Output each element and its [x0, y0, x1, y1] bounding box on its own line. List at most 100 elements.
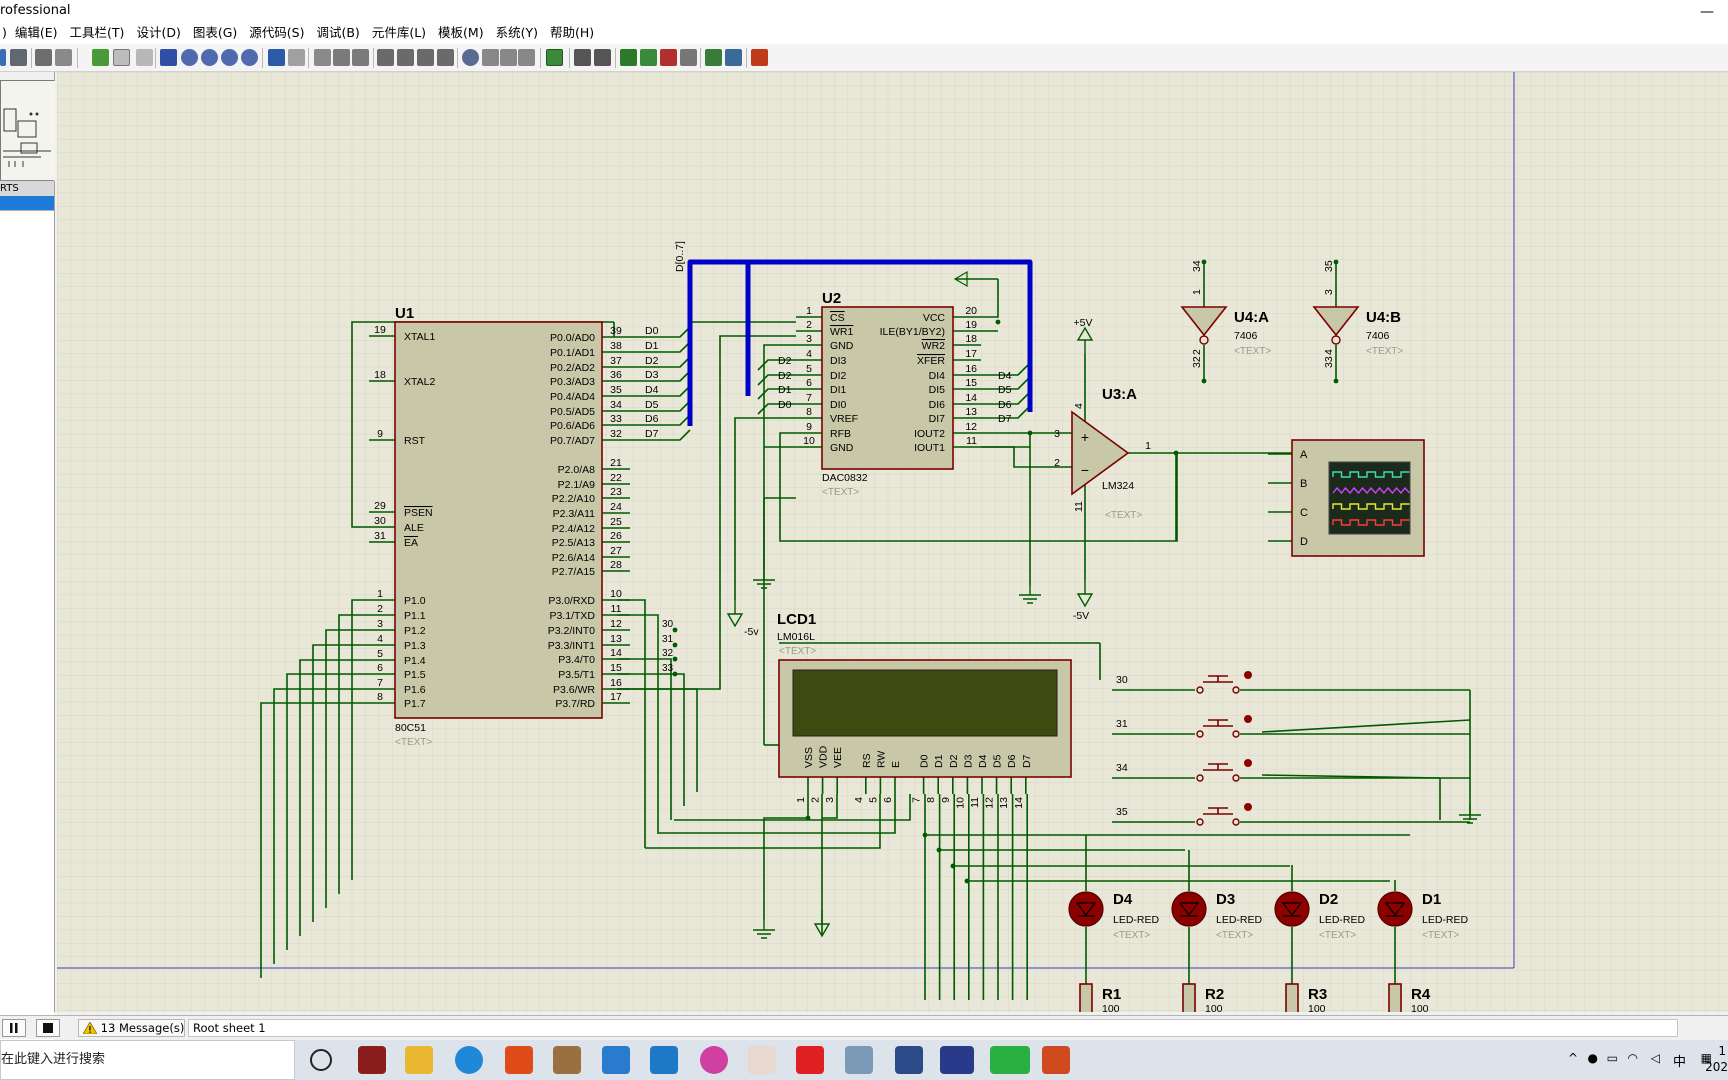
copy-icon[interactable] [333, 49, 350, 66]
paste-icon[interactable] [352, 49, 369, 66]
bill-of-materials-icon[interactable] [705, 49, 722, 66]
u2-pin-number: 2 [806, 319, 812, 331]
cut-icon[interactable] [314, 49, 331, 66]
ares-icon[interactable] [751, 49, 768, 66]
app-icon-notes[interactable] [845, 1046, 873, 1074]
package-tool-icon[interactable] [500, 49, 517, 66]
block-rotate-icon[interactable] [417, 49, 434, 66]
app-icon-red-chip[interactable] [358, 1046, 386, 1074]
menu-item-design[interactable]: 设计(D) [136, 25, 181, 40]
wire-autorouter-icon[interactable] [546, 49, 563, 66]
u4-ref: U4:A [1234, 309, 1269, 326]
taskbar-search-input[interactable]: 在此键入进行搜索 [0, 1040, 295, 1080]
file-explorer-icon[interactable] [405, 1046, 433, 1074]
grid-icon[interactable] [113, 49, 130, 66]
clock-time[interactable]: 1 [1718, 1044, 1726, 1058]
make-device-icon[interactable] [482, 49, 499, 66]
powerpoint-icon[interactable] [1042, 1046, 1070, 1074]
store-icon[interactable] [650, 1046, 678, 1074]
isis-icon[interactable] [940, 1046, 974, 1074]
menu-item-toolbar[interactable]: 工具栏(T) [69, 25, 125, 40]
menu-item-library[interactable]: 元件库(L) [371, 25, 427, 40]
menu-item-edit[interactable]: 编辑(E) [14, 25, 58, 40]
print-setup-icon[interactable] [55, 49, 72, 66]
app-icon-box[interactable] [553, 1046, 581, 1074]
vref-wire [734, 417, 796, 600]
schematic-drawing[interactable]: U180C51<TEXT>19XTAL118XTAL29RST29PSEN30A… [57, 72, 1728, 1012]
pause-button[interactable] [2, 1019, 26, 1037]
menu-item-system[interactable]: 系统(Y) [495, 25, 538, 40]
junction-dot [1173, 450, 1179, 456]
undo-icon[interactable] [268, 49, 285, 66]
office-icon[interactable] [505, 1046, 533, 1074]
menu-item-template[interactable]: 模板(M) [438, 25, 484, 40]
block-copy-icon[interactable] [377, 49, 394, 66]
app-icon-color-wheel[interactable] [700, 1046, 728, 1074]
origin-icon[interactable] [136, 49, 153, 66]
remove-sheet-icon[interactable] [660, 49, 677, 66]
menu-item-help[interactable]: 帮助(H) [549, 25, 595, 40]
parts-header-label: RTS [0, 183, 19, 194]
taskbar-search-placeholder: 在此键入进行搜索 [1, 1052, 106, 1067]
clock-date[interactable]: 202 [1705, 1060, 1728, 1074]
redo-icon[interactable] [288, 49, 305, 66]
pick-device-icon[interactable] [462, 49, 479, 66]
volume-icon[interactable]: ◁ [1650, 1051, 1660, 1065]
notification-icon[interactable]: ▦ [1700, 1051, 1712, 1065]
menu-item-file-tail[interactable]: ) [2, 25, 7, 40]
microphone-icon[interactable]: ● [1587, 1051, 1598, 1065]
search-tag-icon[interactable] [574, 49, 591, 66]
parts-list-header[interactable]: RTS [0, 180, 54, 196]
tray-chevron-icon[interactable]: ^ [1567, 1051, 1578, 1065]
network-icon[interactable]: ◠ [1627, 1051, 1638, 1065]
zoom-area-icon[interactable] [241, 49, 258, 66]
u1-pin-number: 32 [610, 428, 622, 440]
bus-entry-wire [757, 359, 796, 371]
pan-icon[interactable] [160, 49, 177, 66]
u2-net-label: D2 [778, 355, 792, 367]
u2-pin-name: DI7 [929, 413, 946, 425]
wps-icon[interactable] [796, 1046, 824, 1074]
open-icon[interactable] [0, 49, 6, 66]
block-move-icon[interactable] [397, 49, 414, 66]
led-symbol [1281, 902, 1303, 917]
add-sheet-icon[interactable] [640, 49, 657, 66]
u1-pin-number: 38 [610, 340, 622, 352]
lcd-pin-number: 10 [954, 797, 966, 809]
block-delete-icon[interactable] [437, 49, 454, 66]
new-sheet-icon[interactable] [620, 49, 637, 66]
app-icon-schematic[interactable] [895, 1046, 923, 1074]
cortana-icon[interactable] [310, 1049, 332, 1071]
decompose-icon[interactable] [518, 49, 535, 66]
electrical-check-icon[interactable] [725, 49, 742, 66]
zoom-out-icon[interactable] [201, 49, 218, 66]
refresh-icon[interactable] [92, 49, 109, 66]
property-tool-icon[interactable] [594, 49, 611, 66]
zoom-in-icon[interactable] [181, 49, 198, 66]
menu-item-debug[interactable]: 调试(B) [316, 25, 360, 40]
messages-indicator[interactable]: 13 Message(s) [78, 1019, 186, 1037]
vref-label: -5v [744, 626, 759, 638]
print-icon[interactable] [35, 49, 52, 66]
battery-icon[interactable]: ▭ [1606, 1051, 1618, 1065]
ime-indicator[interactable]: 中 [1672, 1055, 1686, 1070]
p3-wire [617, 688, 698, 792]
save-icon[interactable] [10, 49, 27, 66]
parts-list-selected-item[interactable] [0, 196, 54, 210]
menu-item-graph[interactable]: 图表(G) [192, 25, 238, 40]
menu-bar: ) 编辑(E) 工具栏(T) 设计(D) 图表(G) 源代码(S) 调试(B) … [0, 22, 1728, 44]
app-icon-avatar[interactable] [748, 1046, 776, 1074]
u1-pin-name: P2.1/A9 [558, 479, 596, 491]
exit-parent-icon[interactable] [680, 49, 697, 66]
stop-button[interactable] [36, 1019, 60, 1037]
mail-icon[interactable] [602, 1046, 630, 1074]
menu-item-source[interactable]: 源代码(S) [249, 25, 305, 40]
wechat-icon[interactable] [990, 1046, 1030, 1074]
junction-dot [1027, 430, 1033, 436]
edge-icon[interactable] [455, 1046, 483, 1074]
parts-list[interactable] [0, 210, 54, 1080]
zoom-all-icon[interactable] [221, 49, 238, 66]
minimize-icon[interactable]: — [1700, 4, 1714, 20]
u2-pin-name: IOUT1 [914, 442, 945, 454]
